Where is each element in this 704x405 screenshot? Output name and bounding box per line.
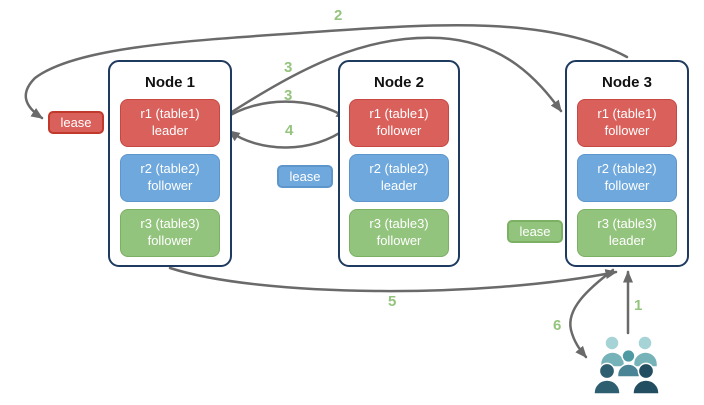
range-role: follower — [147, 233, 193, 248]
step-label-4: 4 — [285, 122, 294, 139]
range-role: follower — [376, 123, 422, 138]
range-role: leader — [608, 233, 646, 248]
step-label-2: 2 — [334, 7, 343, 24]
node-1-title: Node 1 — [144, 74, 195, 91]
range-name: r1 (table1) — [369, 106, 429, 122]
lease-badge-r1: lease — [48, 111, 104, 134]
range-name: r2 (table2) — [369, 161, 429, 177]
arrow-step3-to-node2 — [222, 100, 349, 121]
node-2: Node 2 r1 (table1) follower r2 (table2) … — [338, 60, 460, 267]
step-label-3b: 3 — [284, 87, 293, 104]
range-name: r3 (table3) — [597, 216, 657, 232]
node-1-ranges: r1 (table1) leader r2 (table2) follower … — [110, 99, 230, 257]
range-role: leader — [151, 123, 189, 138]
node-1-range-r2: r2 (table2) follower — [120, 154, 220, 202]
range-role: follower — [604, 123, 650, 138]
range-name: r3 (table3) — [369, 216, 429, 232]
lease-badge-r2: lease — [277, 165, 333, 188]
node-3-range-r3: r3 (table3) leader — [577, 209, 677, 257]
range-role: leader — [380, 178, 418, 193]
step-label-1: 1 — [634, 297, 643, 314]
range-name: r1 (table1) — [597, 106, 657, 122]
range-name: r3 (table3) — [140, 216, 200, 232]
node-3-title: Node 3 — [601, 74, 652, 91]
step-label-3a: 3 — [284, 59, 293, 76]
node-1: Node 1 r1 (table1) leader r2 (table2) fo… — [108, 60, 232, 267]
range-role: follower — [376, 233, 422, 248]
range-role: follower — [604, 178, 650, 193]
range-name: r1 (table1) — [140, 106, 200, 122]
node-3: Node 3 r1 (table1) follower r2 (table2) … — [565, 60, 689, 267]
node-2-range-r2: r2 (table2) leader — [349, 154, 449, 202]
range-name: r2 (table2) — [597, 161, 657, 177]
node-3-range-r1: r1 (table1) follower — [577, 99, 677, 147]
arrow-step6 — [569, 268, 615, 359]
users-icon — [593, 335, 660, 395]
step-label-5: 5 — [388, 293, 397, 310]
node-2-ranges: r1 (table1) follower r2 (table2) leader … — [340, 99, 458, 257]
step-label-6: 6 — [553, 317, 562, 334]
node-1-range-r3: r3 (table3) follower — [120, 209, 220, 257]
node-2-range-r3: r3 (table3) follower — [349, 209, 449, 257]
node-2-range-r1: r1 (table1) follower — [349, 99, 449, 147]
arrow-step5 — [168, 266, 618, 293]
range-role: follower — [147, 178, 193, 193]
node-3-ranges: r1 (table1) follower r2 (table2) followe… — [567, 99, 687, 257]
node-1-range-r1: r1 (table1) leader — [120, 99, 220, 147]
node-2-title: Node 2 — [373, 74, 424, 91]
lease-badge-r3: lease — [507, 220, 563, 243]
range-name: r2 (table2) — [140, 161, 200, 177]
node-3-range-r2: r2 (table2) follower — [577, 154, 677, 202]
